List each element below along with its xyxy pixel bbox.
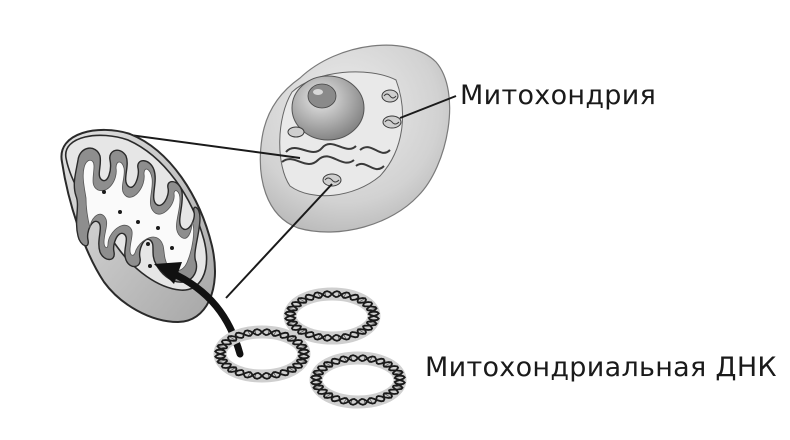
mtdna-ring — [309, 351, 407, 409]
animal-cell — [259, 44, 451, 233]
nucleus — [291, 75, 365, 141]
leader-line-mitochondrion — [399, 95, 457, 119]
mitochondrion-dna-dots — [102, 190, 174, 268]
label-mitochondrion: Митохондрия — [460, 80, 657, 111]
cell-mitochondria — [287, 89, 402, 187]
label-mitochondrial-dna: Митохондриальная ДНК — [425, 352, 777, 383]
nucleolus — [307, 83, 337, 109]
zoom-line-bottom — [225, 183, 333, 299]
mtdna-ring — [283, 287, 381, 345]
mitochondrion-matrix — [82, 159, 195, 272]
zoom-line-top — [107, 131, 301, 159]
mtdna-rings — [213, 287, 407, 409]
leader-lines — [107, 95, 457, 299]
mitochondrion-enlarged — [60, 128, 216, 324]
mtdna-ring — [213, 325, 311, 383]
arrow-head — [154, 262, 182, 284]
endoplasmic-reticulum — [281, 143, 391, 171]
